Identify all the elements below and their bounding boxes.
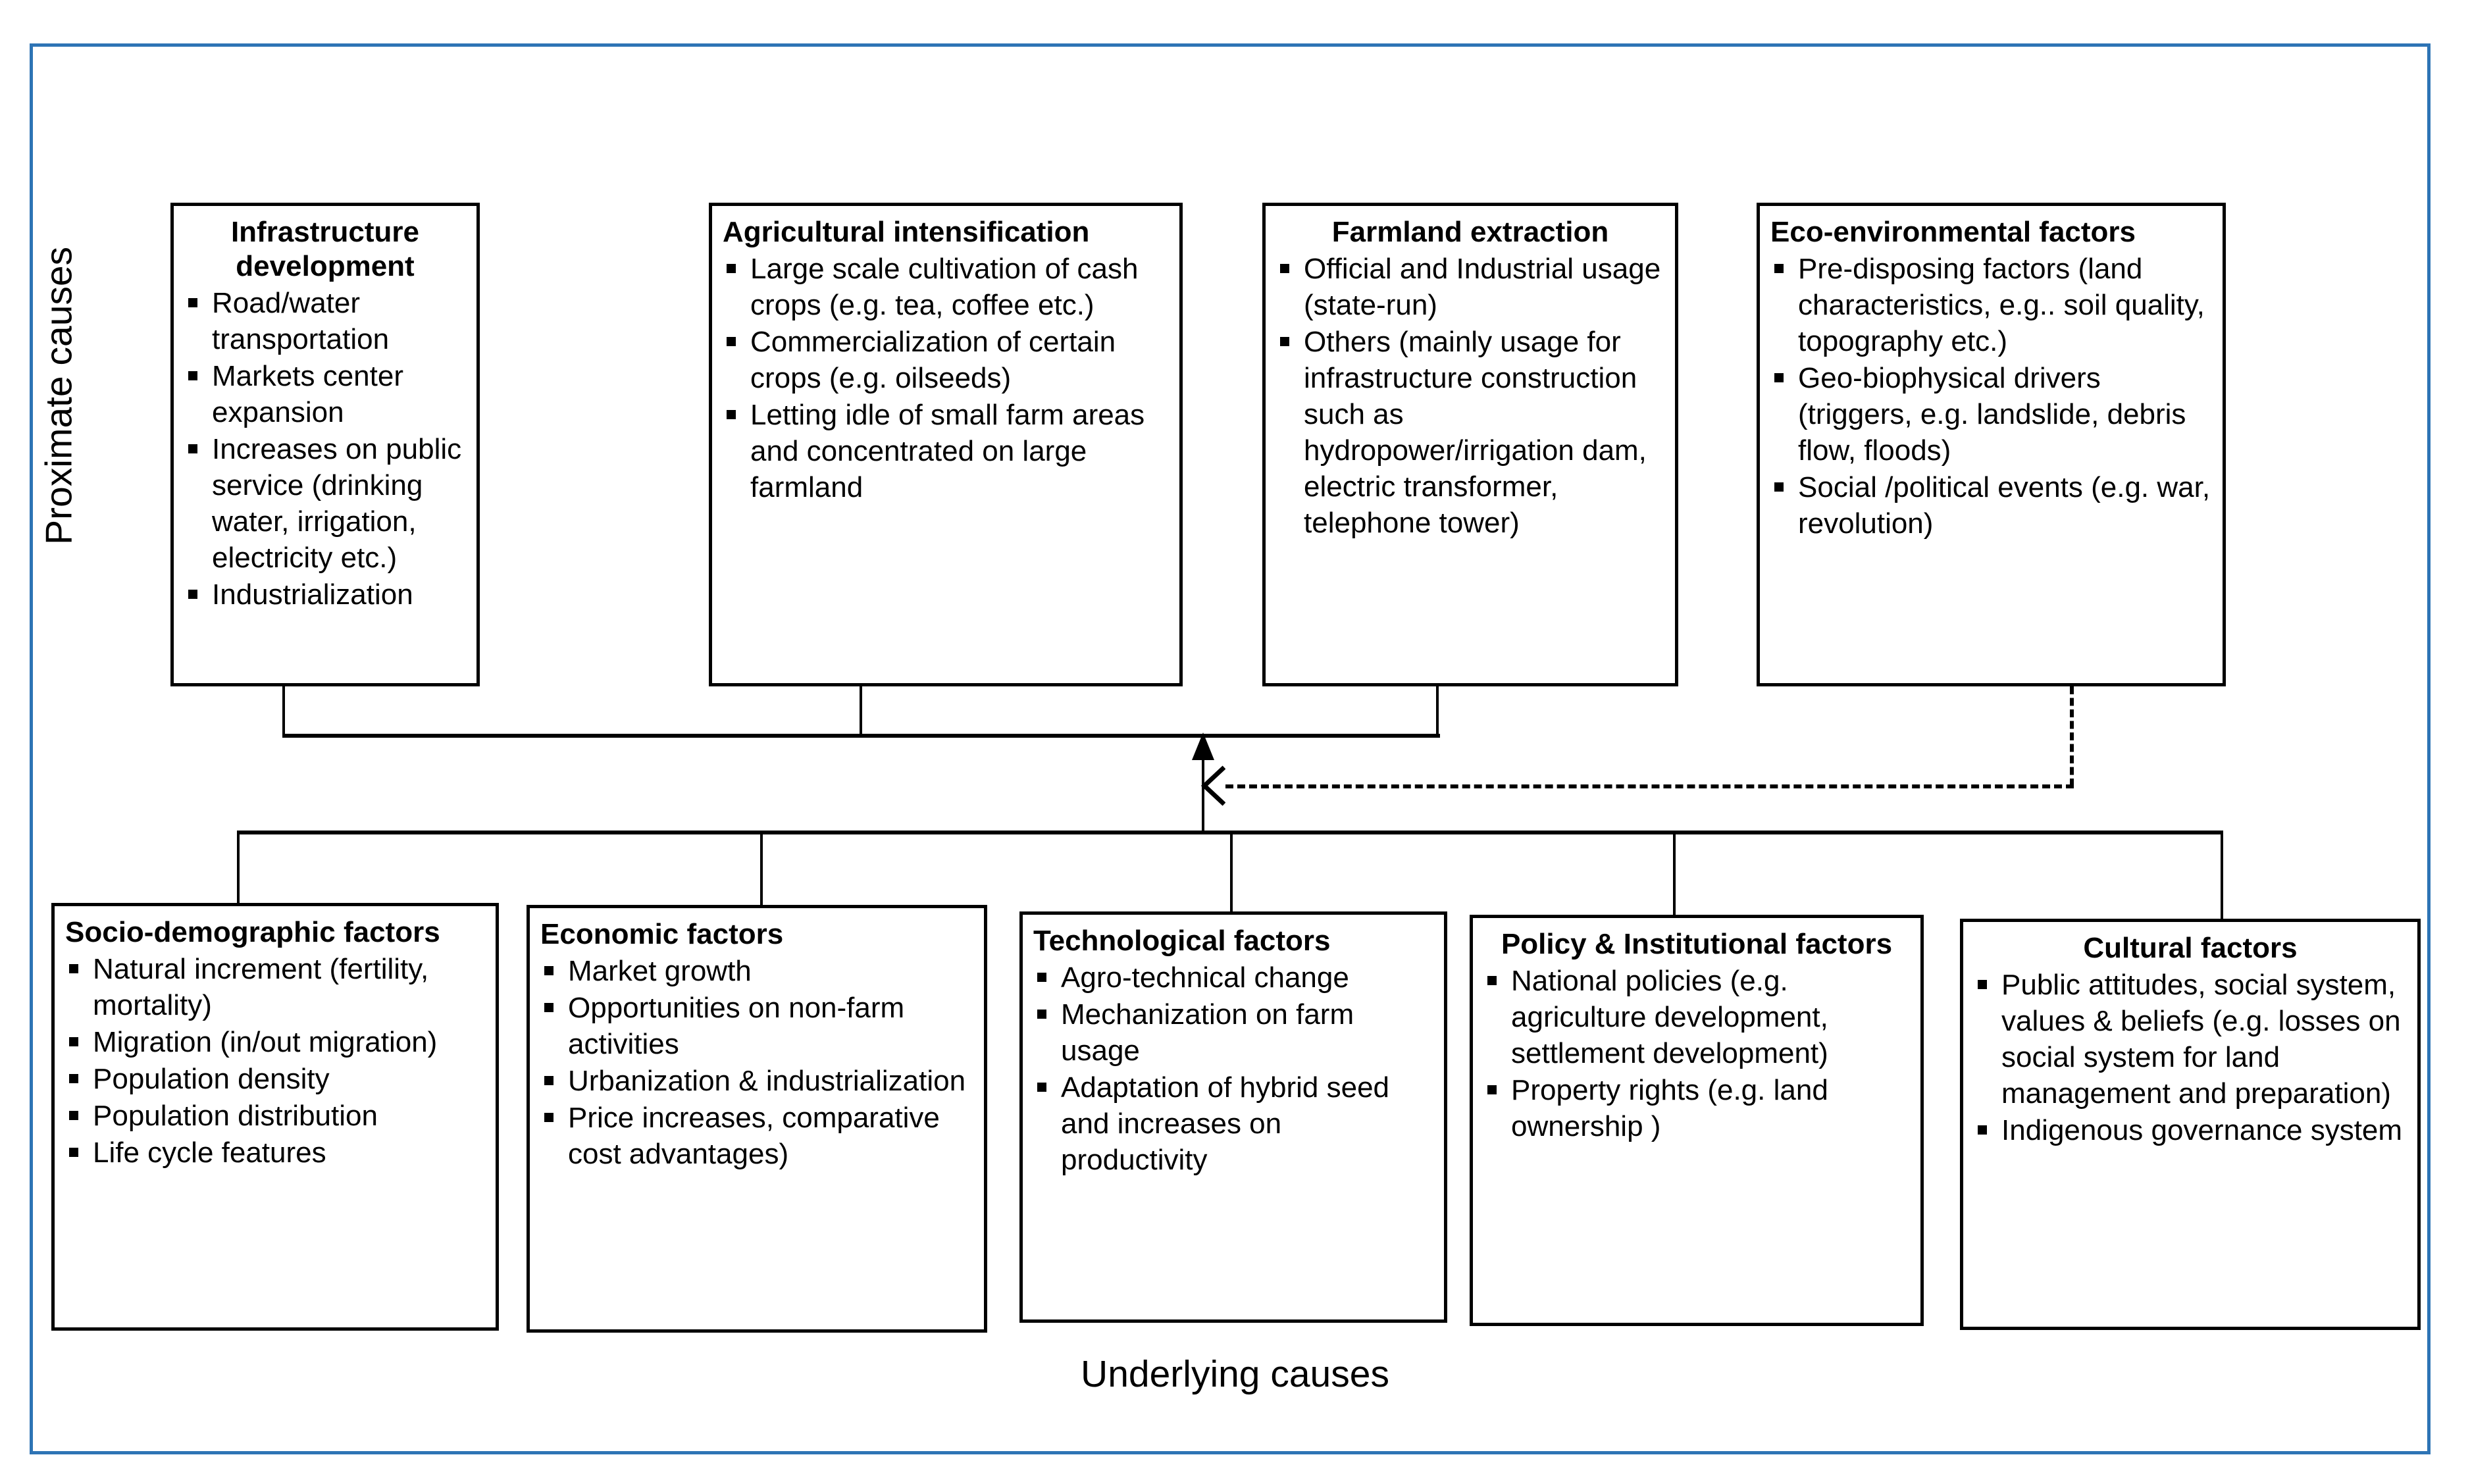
card-economic-factors[interactable]: Economic factors Market growth Opportuni… xyxy=(527,905,987,1333)
connector-drop-policy-institutional xyxy=(1673,832,1676,921)
list-item: Social /political events (e.g. war, revo… xyxy=(1770,469,2212,542)
arrow-open-left-head-icon xyxy=(1200,765,1225,806)
list-item: Urbanization & industrialization xyxy=(540,1063,973,1099)
list-item: Road/water transportation xyxy=(184,285,466,357)
connector-bus-proximate xyxy=(282,734,1440,738)
connector-dashed-vertical-eco xyxy=(2070,686,2074,786)
list-item: Public attitudes, social system, values … xyxy=(1974,967,2407,1112)
list-item: Property rights (e.g. land ownership ) xyxy=(1483,1072,1910,1144)
connector-arrow-shaft-up xyxy=(1202,758,1204,832)
card-bullet-list: Agro-technical change Mechanization on f… xyxy=(1033,959,1433,1178)
list-item: Adaptation of hybrid seed and increases … xyxy=(1033,1069,1433,1178)
list-item: Price increases, comparative cost advant… xyxy=(540,1100,973,1172)
list-item: Geo-biophysical drivers (triggers, e.g. … xyxy=(1770,360,2212,469)
list-item: Pre-disposing factors (land characterist… xyxy=(1770,251,2212,359)
card-bullet-list: Public attitudes, social system, values … xyxy=(1974,967,2407,1148)
connector-drop-cultural xyxy=(2221,832,2223,925)
connector-drop-infrastructure xyxy=(282,686,285,738)
connector-dashed-horizontal-eco xyxy=(1225,784,2074,788)
card-bullet-list: Large scale cultivation of cash crops (e… xyxy=(723,251,1169,505)
connector-drop-farmland xyxy=(1436,686,1439,738)
card-bullet-list: National policies (e.g. agriculture deve… xyxy=(1483,963,1910,1144)
card-title: Infrastructure development xyxy=(230,216,420,282)
connector-drop-technological xyxy=(1230,832,1233,917)
list-item: Markets center expansion xyxy=(184,358,466,430)
card-infrastructure-development[interactable]: Infrastructure development Road/water tr… xyxy=(170,203,480,686)
list-item: Opportunities on non-farm activities xyxy=(540,990,973,1062)
card-title: Farmland extraction xyxy=(1331,216,1609,248)
list-item: National policies (e.g. agriculture deve… xyxy=(1483,963,1910,1071)
list-item: Industrialization xyxy=(184,576,466,613)
card-title: Agricultural intensification xyxy=(723,216,1090,248)
card-title: Socio-demographic factors xyxy=(65,916,440,948)
card-title: Technological factors xyxy=(1033,925,1331,957)
list-item: Letting idle of small farm areas and con… xyxy=(723,397,1169,505)
card-bullet-list: Natural increment (fertility, mortality)… xyxy=(65,951,485,1171)
card-farmland-extraction[interactable]: Farmland extraction Official and Industr… xyxy=(1262,203,1678,686)
list-item: Natural increment (fertility, mortality) xyxy=(65,951,485,1023)
card-bullet-list: Official and Industrial usage (state-run… xyxy=(1276,251,1664,541)
card-agricultural-intensification[interactable]: Agricultural intensification Large scale… xyxy=(709,203,1183,686)
list-item: Population distribution xyxy=(65,1098,485,1134)
list-item: Life cycle features xyxy=(65,1135,485,1171)
list-item: Population density xyxy=(65,1061,485,1097)
list-item: Official and Industrial usage (state-run… xyxy=(1276,251,1664,323)
card-title: Eco-environmental factors xyxy=(1770,216,2136,248)
underlying-causes-label: Underlying causes xyxy=(1081,1353,1389,1395)
card-bullet-list: Road/water transportation Markets center… xyxy=(184,285,466,613)
card-cultural-factors[interactable]: Cultural factors Public attitudes, socia… xyxy=(1960,919,2421,1330)
card-bullet-list: Market growth Opportunities on non-farm … xyxy=(540,953,973,1172)
arrow-up-head-icon xyxy=(1192,732,1214,760)
list-item: Agro-technical change xyxy=(1033,959,1433,996)
list-item: Indigenous governance system xyxy=(1974,1112,2407,1148)
connector-drop-agricultural xyxy=(860,686,862,738)
list-item: Mechanization on farm usage xyxy=(1033,996,1433,1069)
card-title: Cultural factors xyxy=(2083,932,2298,964)
card-socio-demographic-factors[interactable]: Socio-demographic factors Natural increm… xyxy=(51,903,499,1331)
card-policy-institutional-factors[interactable]: Policy & Institutional factors National … xyxy=(1470,915,1924,1326)
connector-drop-socio-demographic xyxy=(237,832,240,906)
list-item: Others (mainly usage for infrastructure … xyxy=(1276,324,1664,541)
card-technological-factors[interactable]: Technological factors Agro-technical cha… xyxy=(1019,911,1447,1323)
proximate-causes-label: Proximate causes xyxy=(38,246,80,545)
list-item: Migration (in/out migration) xyxy=(65,1024,485,1060)
card-title: Economic factors xyxy=(540,918,784,950)
card-bullet-list: Pre-disposing factors (land characterist… xyxy=(1770,251,2212,542)
connector-drop-economic xyxy=(760,832,763,910)
list-item: Market growth xyxy=(540,953,973,989)
list-item: Increases on public service (drinking wa… xyxy=(184,431,466,576)
list-item: Commercialization of certain crops (e.g.… xyxy=(723,324,1169,396)
card-title: Policy & Institutional factors xyxy=(1501,928,1893,960)
list-item: Large scale cultivation of cash crops (e… xyxy=(723,251,1169,323)
card-eco-environmental-factors[interactable]: Eco-environmental factors Pre-disposing … xyxy=(1757,203,2226,686)
